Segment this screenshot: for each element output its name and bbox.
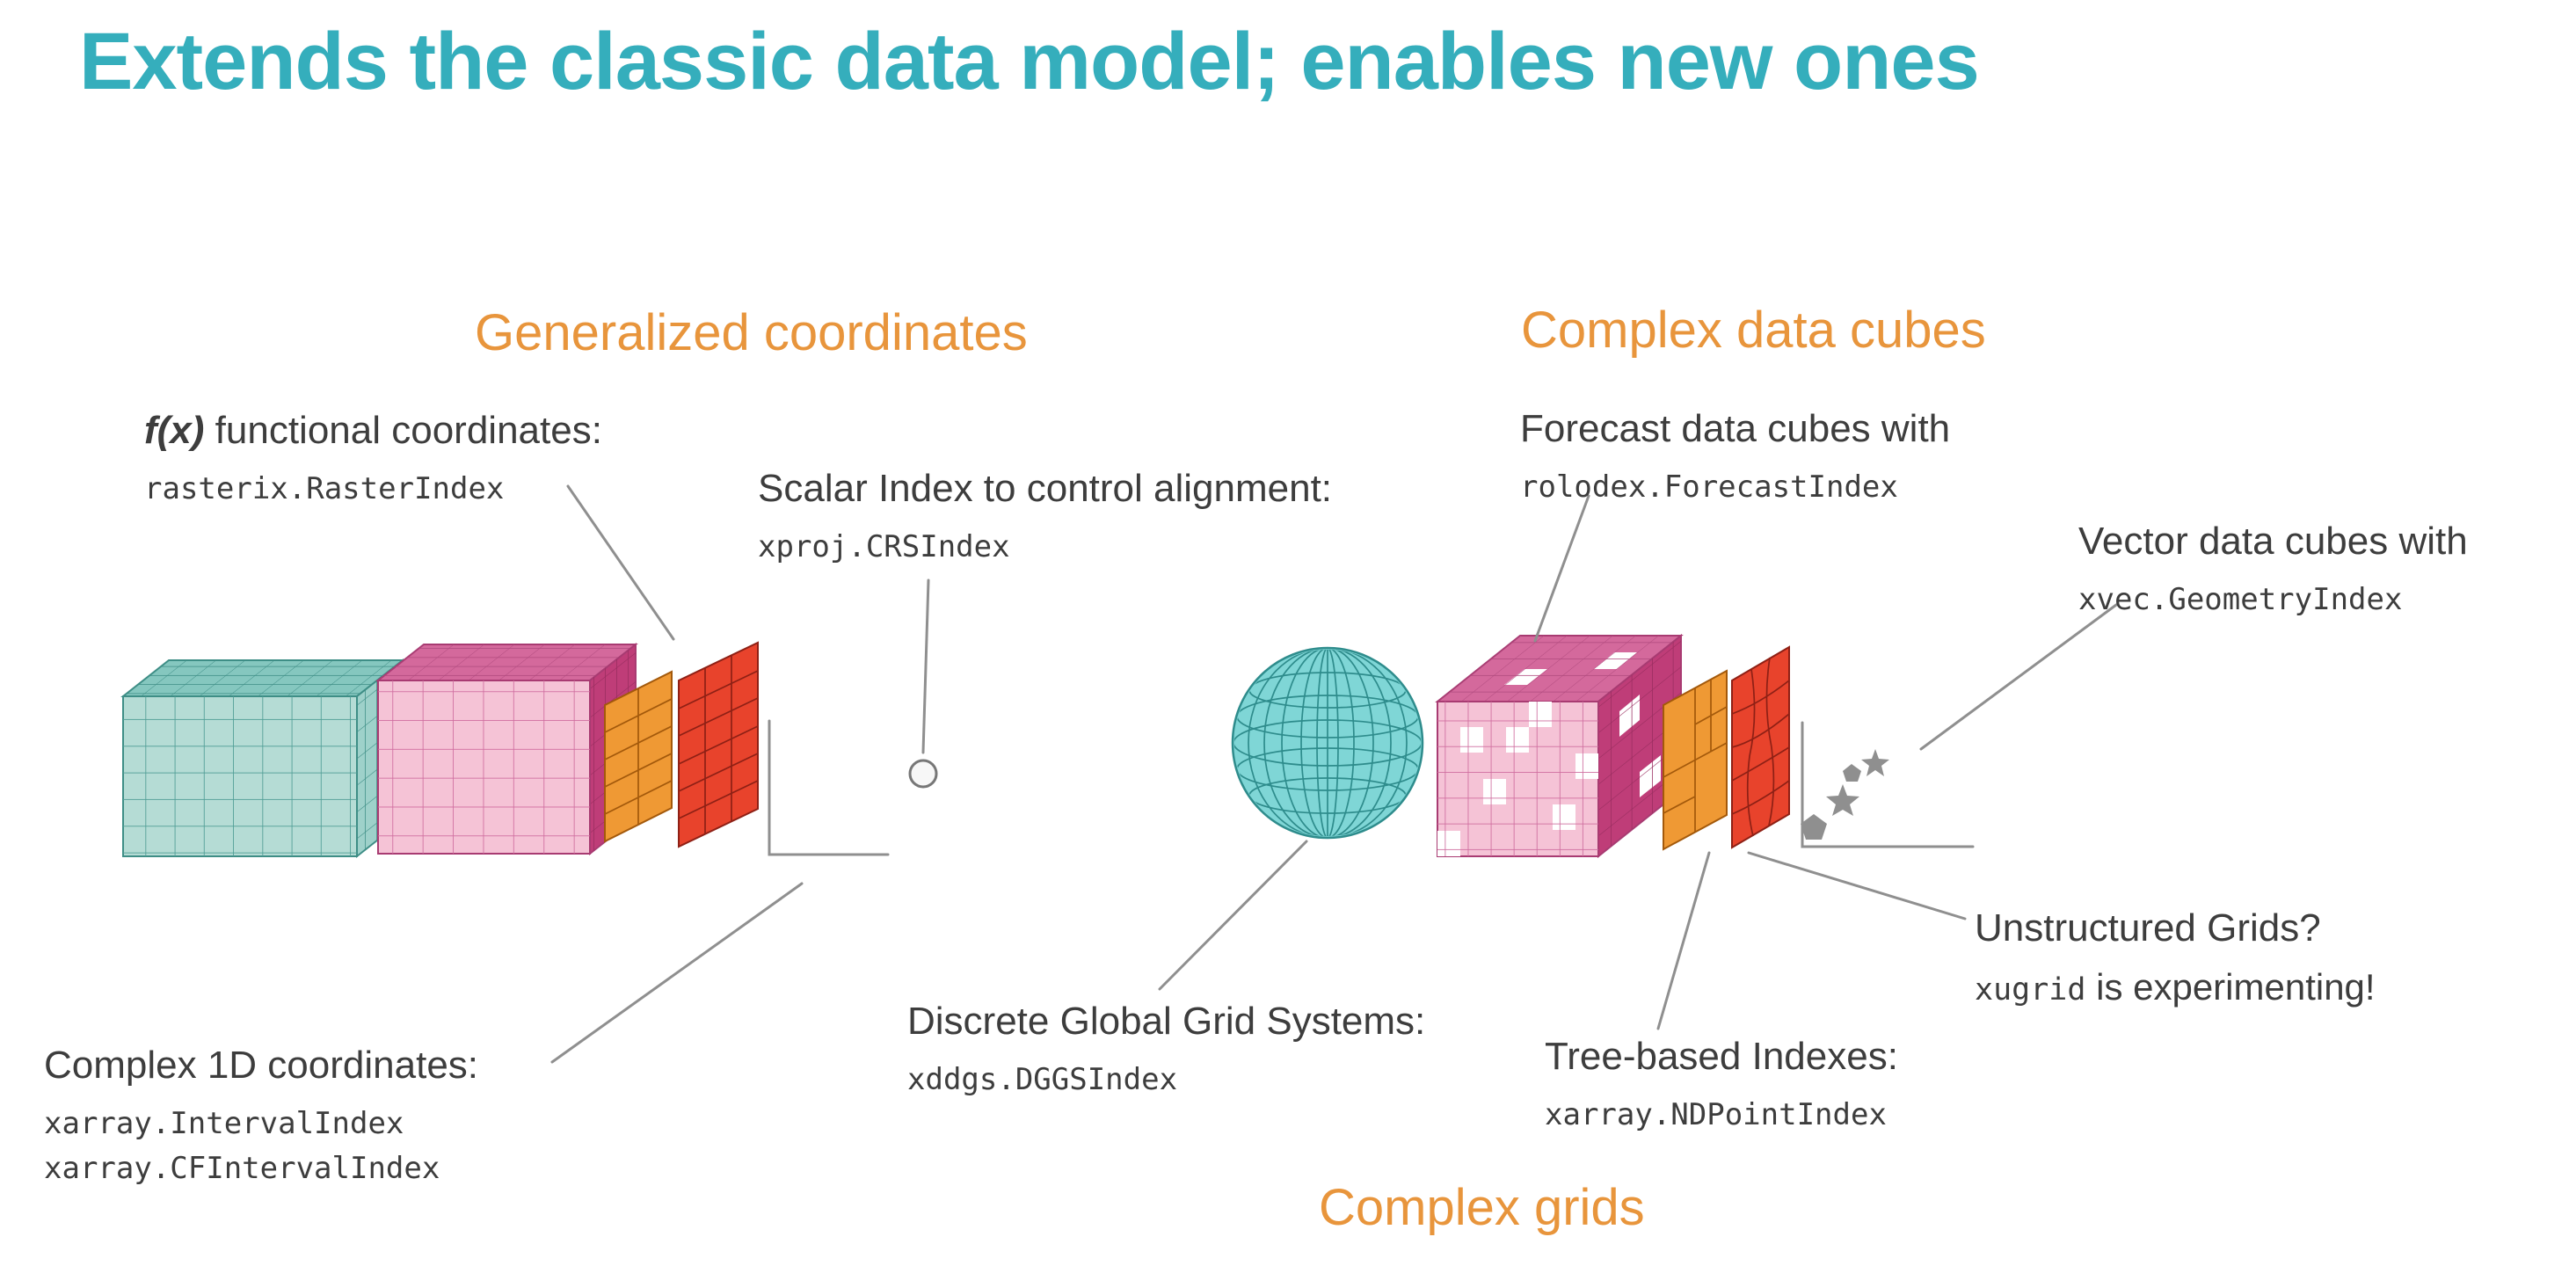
complex-cubes-illustration xyxy=(1158,494,2118,1030)
teal-data-cube xyxy=(120,658,405,859)
label-dggs: Discrete Global Grid Systems: xddgs.DGGS… xyxy=(907,997,1425,1102)
pentagon-icon xyxy=(1801,814,1827,840)
label-dggs-code: xddgs.DGGSIndex xyxy=(907,1062,1178,1097)
page-title: Extends the classic data model; enables … xyxy=(79,17,1980,106)
connector-scalar xyxy=(921,578,930,754)
star-icon xyxy=(1826,784,1859,816)
label-unstructured-title: Unstructured Grids? xyxy=(1975,906,2321,950)
label-forecast-cubes: Forecast data cubes with rolodex.Forecas… xyxy=(1520,404,1950,510)
label-functional-rest: functional coordinates: xyxy=(204,409,602,452)
heading-complex-data-cubes: Complex data cubes xyxy=(1521,302,1986,359)
label-dggs-title: Discrete Global Grid Systems: xyxy=(907,1000,1426,1043)
axis-left xyxy=(768,719,890,856)
connector-vector xyxy=(1919,603,2118,751)
label-unstructured-grids: Unstructured Grids? xugrid is experiment… xyxy=(1975,904,2376,1008)
label-forecast-title: Forecast data cubes with xyxy=(1520,407,1951,450)
connector-dggs xyxy=(1158,840,1308,991)
label-tree-code: xarray.NDPointIndex xyxy=(1545,1097,1887,1132)
heading-generalized-coordinates: Generalized coordinates xyxy=(475,304,1028,361)
label-tree-indexes: Tree-based Indexes: xarray.NDPointIndex xyxy=(1545,1032,1898,1138)
label-unstructured-sub: xugrid is experimenting! xyxy=(1975,966,2376,1008)
unstructured-grid-slice xyxy=(1731,645,1790,849)
label-tree-title: Tree-based Indexes: xyxy=(1545,1035,1898,1078)
fx-italic: f(x) xyxy=(144,409,205,452)
connector-forecast xyxy=(1533,494,1590,643)
label-complex-1d-coordinates: Complex 1D coordinates: xarray.IntervalI… xyxy=(44,1041,478,1191)
connector-tree xyxy=(1656,851,1711,1030)
label-scalar-code: xproj.CRSIndex xyxy=(758,529,1010,564)
orange-coordinate-slice xyxy=(604,670,673,843)
label-complex1d-title: Complex 1D coordinates: xyxy=(44,1044,479,1087)
connector-complex1d xyxy=(550,882,804,1064)
globe-dggs-sphere xyxy=(1231,646,1424,840)
vector-geometry-points xyxy=(1801,749,1889,840)
label-unstructured-code: xugrid xyxy=(1975,972,2086,1008)
label-unstructured-rest: is experimenting! xyxy=(2085,966,2376,1008)
label-scalar-index: Scalar Index to control alignment: xproj… xyxy=(758,464,1332,570)
label-vector-title: Vector data cubes with xyxy=(2078,520,2468,563)
red-coordinate-slice xyxy=(678,641,759,848)
label-forecast-code: rolodex.ForecastIndex xyxy=(1520,469,1898,505)
scalar-point-marker xyxy=(908,759,938,789)
generalized-coordinates-illustration xyxy=(120,484,938,1064)
label-functional-title: f(x) functional coordinates: xyxy=(144,406,602,455)
pentagon-icon xyxy=(1843,764,1861,782)
axis-right xyxy=(1801,721,1975,848)
label-functional-coordinates: f(x) functional coordinates: rasterix.Ra… xyxy=(144,406,602,512)
star-icon xyxy=(1861,749,1889,776)
label-scalar-title: Scalar Index to control alignment: xyxy=(758,467,1333,510)
label-complex1d-code-1: xarray.IntervalIndex xyxy=(44,1106,404,1141)
pink-data-cube xyxy=(375,642,638,856)
heading-complex-grids: Complex grids xyxy=(1319,1179,1645,1236)
label-functional-code: rasterix.RasterIndex xyxy=(144,471,505,506)
forecast-data-cube xyxy=(1435,633,1684,859)
label-vector-cubes: Vector data cubes with xvec.GeometryInde… xyxy=(2078,517,2468,622)
connector-functional xyxy=(566,484,675,641)
label-complex1d-code-2: xarray.CFIntervalIndex xyxy=(44,1151,440,1186)
connector-unstructured xyxy=(1747,851,1967,920)
tree-index-slice xyxy=(1663,669,1728,851)
label-vector-code: xvec.GeometryIndex xyxy=(2078,582,2403,617)
